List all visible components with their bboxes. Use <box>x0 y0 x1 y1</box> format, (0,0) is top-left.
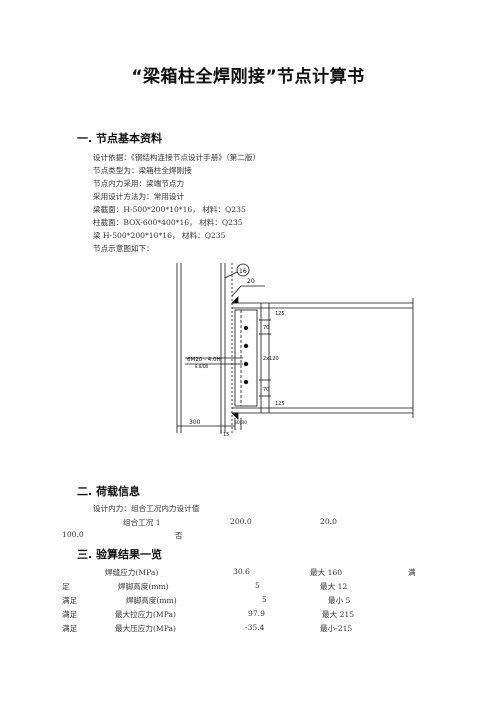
result-3-label: 最大拉应力(MPa) <box>115 610 176 619</box>
result-2-label: 焊脚高度(mm) <box>126 596 177 605</box>
load-value-4: 否 <box>175 531 183 540</box>
bolt-spec-label: 6M20 - 4.0H <box>187 357 221 363</box>
s1-line-6: 梁 H-500*200*10*16， 材料：Q235 <box>93 231 226 240</box>
result-3-value: 97.9 <box>248 609 265 618</box>
s1-line-3: 采用设计方法为：常用设计 <box>93 192 185 201</box>
result-1-pre: 足 <box>62 582 70 591</box>
result-2-pre: 满足 <box>62 596 78 605</box>
result-4-pre: 满足 <box>62 624 78 633</box>
dim-125-bot: 125 <box>275 401 285 407</box>
node-diagram: 16 20 6M20 - 4.0H 8.8/D0 125 70 2x120 70… <box>176 263 414 438</box>
result-4-limit: 最小-215 <box>320 624 353 633</box>
flange-label: 20 <box>247 278 255 285</box>
result-1-limit: 最大 12 <box>320 582 348 591</box>
dim-15: 15 <box>223 432 229 438</box>
weld-ref-label: 16 <box>239 268 247 275</box>
result-2-value: 5 <box>262 595 267 604</box>
s1-line-2: 节点内力采用：梁端节点力 <box>93 179 185 188</box>
dim-gap: 50|30 <box>234 420 247 426</box>
dim-125-top: 125 <box>275 311 285 317</box>
s2-line-1: 设计内力：组合工况内力设计值 <box>93 504 200 513</box>
result-0-limit: 最大 160 <box>310 568 343 577</box>
dim-70-bot: 70 <box>263 387 269 393</box>
load-case: 组合工况 1 <box>123 518 161 527</box>
load-value-2: 20.0 <box>320 517 337 526</box>
result-1-label: 焊脚高度(mm) <box>118 582 169 591</box>
result-1-value: 5 <box>255 581 260 590</box>
section3-heading: 三. 验算结果一览 <box>77 548 163 561</box>
result-3-pre: 满足 <box>62 610 78 619</box>
load-value-3: 100.0 <box>62 530 84 539</box>
result-0-label: 焊缝应力(MPa) <box>105 568 159 577</box>
s1-line-1: 节点类型为：梁箱柱全焊刚接 <box>93 166 192 175</box>
section2-heading: 二. 荷载信息 <box>77 485 141 498</box>
result-3-limit: 最大 215 <box>322 610 355 619</box>
dim-70-top: 70 <box>263 325 269 331</box>
s1-line-7: 节点示意图如下： <box>93 244 154 253</box>
s1-line-0: 设计依据：《钢结构连接节点设计手册》（第二版） <box>93 153 261 162</box>
section1-heading: 一. 节点基本资料 <box>77 132 163 145</box>
result-4-label: 最大压应力(MPa) <box>115 624 176 633</box>
dim-300: 300 <box>189 419 201 426</box>
s1-line-5: 柱截面：BOX-600*400*16， 材料：Q235 <box>93 218 243 227</box>
result-0-value: 30.6 <box>233 567 250 576</box>
page-title: “梁箱柱全焊刚接”节点计算书 <box>131 67 365 87</box>
s1-line-4: 梁截面：H-500*200*10*16， 材料：Q235 <box>93 205 246 214</box>
result-0-result: 满 <box>408 568 416 577</box>
load-value-1: 200.0 <box>230 517 252 526</box>
dim-2x120: 2x120 <box>263 356 279 362</box>
bolt-grade-label: 8.8/D0 <box>195 364 209 369</box>
result-2-limit: 最小 5 <box>328 596 351 605</box>
result-4-value: -35.4 <box>245 623 265 632</box>
